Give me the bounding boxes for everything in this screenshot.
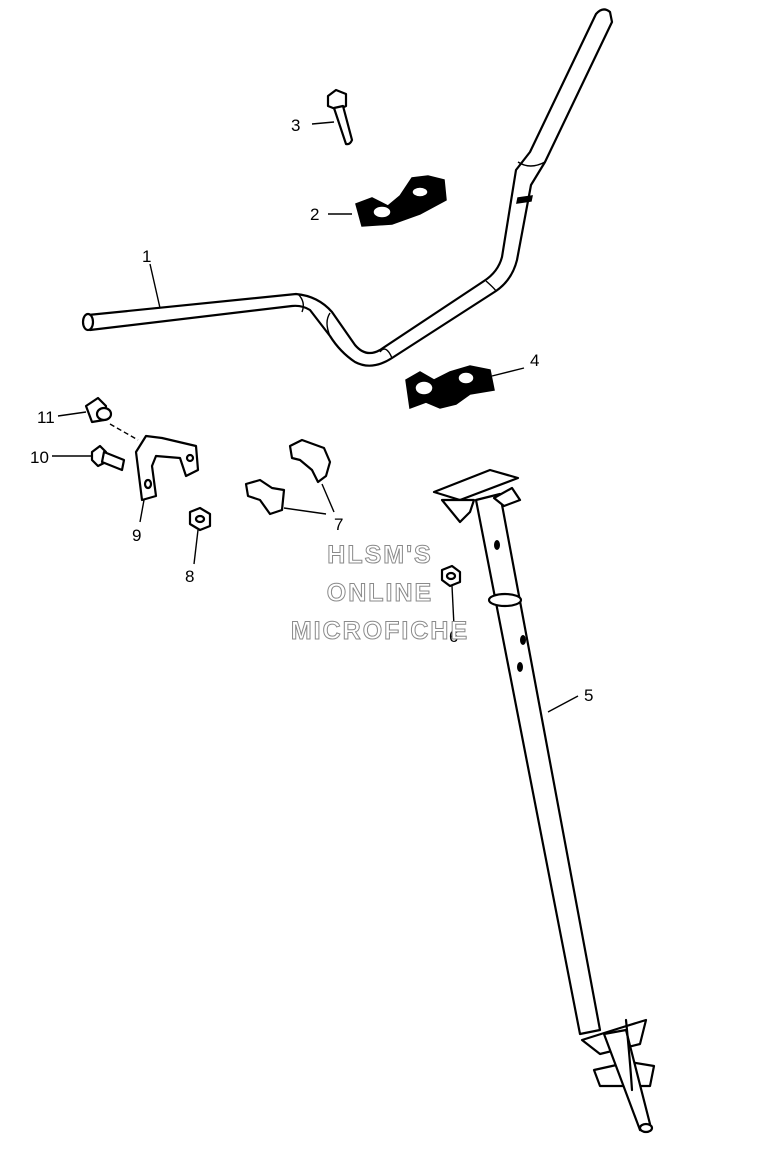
watermark-line-3: MICROFICHE [291, 617, 469, 645]
nut-8-part [188, 506, 212, 532]
clip-bracket-part [244, 438, 332, 516]
bolt-part [326, 88, 354, 146]
handlebar-part [81, 8, 614, 367]
watermark: HLSM'S ONLINE MICROFICHE [290, 541, 469, 646]
callout-4: 4 [530, 351, 539, 370]
callout-2: 2 [310, 205, 319, 224]
upper-clamp-part [355, 175, 447, 227]
leader-lines [52, 121, 579, 713]
watermark-line-1: HLSM'S [327, 541, 432, 569]
callout-3: 3 [291, 116, 300, 135]
callout-1: 1 [142, 247, 151, 266]
watermark-line-2: ONLINE [327, 579, 433, 607]
bracket-9-part [134, 434, 200, 502]
fitting-11-part [84, 396, 113, 424]
callout-8: 8 [185, 567, 194, 586]
nut-part [440, 564, 462, 588]
callout-6: 6 [449, 627, 458, 646]
callout-11: 11 [37, 408, 55, 427]
callout-10: 10 [30, 448, 49, 467]
callout-labels: 1 2 3 4 5 6 7 8 9 10 11 [30, 116, 593, 705]
steering-column-part [432, 468, 656, 1134]
bolt-10-part [90, 444, 126, 472]
lower-clamp-part [405, 365, 495, 410]
callout-5: 5 [584, 686, 593, 705]
callout-7: 7 [334, 515, 343, 534]
callout-9: 9 [132, 526, 141, 545]
